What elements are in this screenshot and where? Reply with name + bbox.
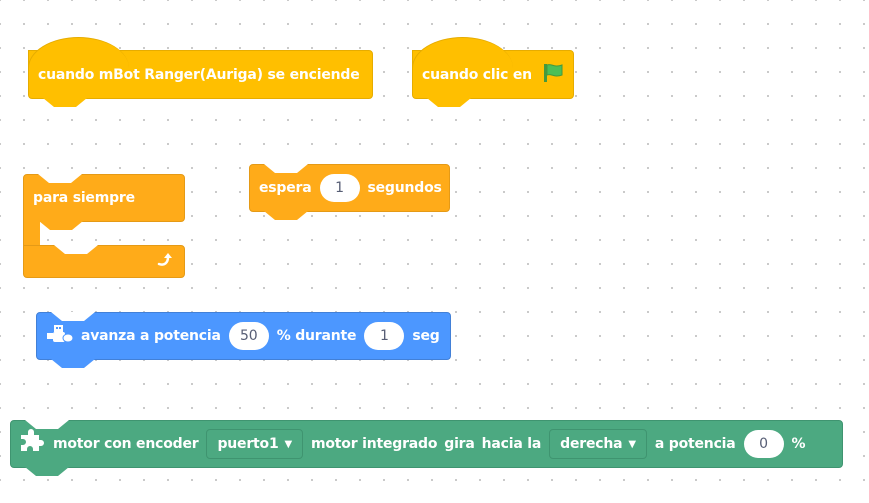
motor-power-input[interactable]: 0 (743, 430, 784, 458)
encoder-motor-block[interactable]: motor con encoder puerto1 ▼ motor integr… (10, 420, 843, 476)
block-label: motor integrado (311, 436, 438, 452)
chevron-down-icon: ▼ (628, 438, 636, 450)
block-label: a potencia (654, 436, 736, 452)
duration-input[interactable]: 1 (364, 322, 405, 350)
block-label: para siempre (33, 190, 135, 206)
when-flag-clicked-block[interactable]: cuando clic en (412, 37, 574, 107)
block-label: cuando mBot Ranger(Auriga) se enciende (38, 66, 360, 83)
chevron-down-icon: ▼ (284, 438, 293, 450)
loop-arrow-icon (156, 251, 174, 273)
block-label: seg (412, 328, 440, 344)
block-label: motor con encoder (53, 436, 199, 452)
forever-block[interactable]: para siempre (23, 174, 185, 278)
port-dropdown[interactable]: puerto1 ▼ (206, 429, 303, 459)
when-mbot-starts-block[interactable]: cuando mBot Ranger(Auriga) se enciende (28, 37, 373, 107)
block-label: % durante (276, 328, 357, 344)
power-input[interactable]: 50 (228, 322, 269, 350)
block-label: segundos (367, 180, 442, 196)
block-label: avanza a potencia (81, 328, 221, 344)
block-label: espera (259, 180, 312, 196)
block-label: hacia la (481, 436, 542, 452)
block-label: gira (444, 436, 475, 452)
wait-seconds-block[interactable]: espera 1 segundos (249, 164, 450, 220)
direction-dropdown[interactable]: derecha ▼ (549, 429, 647, 459)
wait-seconds-input[interactable]: 1 (319, 174, 360, 202)
direction-dropdown-value: derecha (560, 436, 623, 452)
move-forward-block[interactable]: avanza a potencia 50 % durante 1 seg (36, 312, 451, 368)
port-dropdown-value: puerto1 (217, 436, 279, 452)
block-label: % (791, 436, 806, 452)
robot-car-icon (46, 324, 74, 348)
green-flag-icon (542, 63, 564, 87)
puzzle-extension-icon (19, 429, 45, 459)
block-label: cuando clic en (422, 66, 532, 83)
